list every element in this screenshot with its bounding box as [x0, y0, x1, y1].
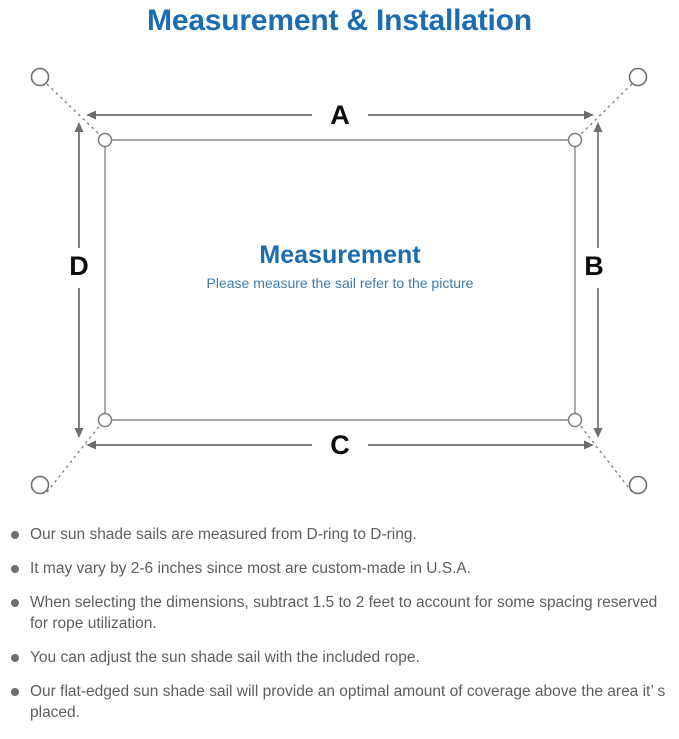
bullet-icon [11, 688, 19, 696]
list-item: Our sun shade sails are measured from D-… [0, 524, 679, 545]
bullet-icon [11, 565, 19, 573]
d-rings [97, 132, 583, 428]
d-ring-bottom-left [97, 412, 113, 428]
bullet-icon [11, 654, 19, 662]
note-text: Our flat-edged sun shade sail will provi… [30, 683, 666, 721]
list-item: It may vary by 2-6 inches since most are… [0, 558, 679, 579]
page-title: Measurement & Installation [147, 4, 532, 37]
anchor-points [30, 67, 648, 495]
measurement-diagram: A B C D Measurement Please measure the s… [0, 48, 679, 518]
bullet-icon [11, 531, 19, 539]
rope-line-bottom-right [578, 423, 633, 493]
d-ring-top-right [567, 132, 583, 148]
anchor-point-bottom-left [30, 475, 50, 495]
anchor-point-top-left [30, 67, 50, 87]
note-text: It may vary by 2-6 inches since most are… [30, 560, 472, 577]
note-text: Our sun shade sails are measured from D-… [30, 526, 417, 543]
note-text: When selecting the dimensions, subtract … [30, 594, 658, 632]
notes-list: Our sun shade sails are measured from D-… [0, 524, 679, 736]
sail-rectangle [104, 139, 576, 421]
bullet-icon [11, 599, 19, 607]
diagram-canvas [30, 67, 648, 495]
list-item: When selecting the dimensions, subtract … [0, 592, 679, 634]
anchor-point-top-right [628, 67, 648, 87]
note-text: You can adjust the sun shade sail with t… [30, 649, 420, 666]
list-item: You can adjust the sun shade sail with t… [0, 647, 679, 668]
anchor-point-bottom-right [628, 475, 648, 495]
d-ring-top-left [97, 132, 113, 148]
list-item: Our flat-edged sun shade sail will provi… [0, 681, 679, 723]
rope-line-bottom-left [46, 423, 102, 493]
rope-lines [46, 83, 633, 493]
rope-line-top-left [46, 83, 102, 137]
rope-line-top-right [578, 83, 633, 137]
d-ring-bottom-right [567, 412, 583, 428]
